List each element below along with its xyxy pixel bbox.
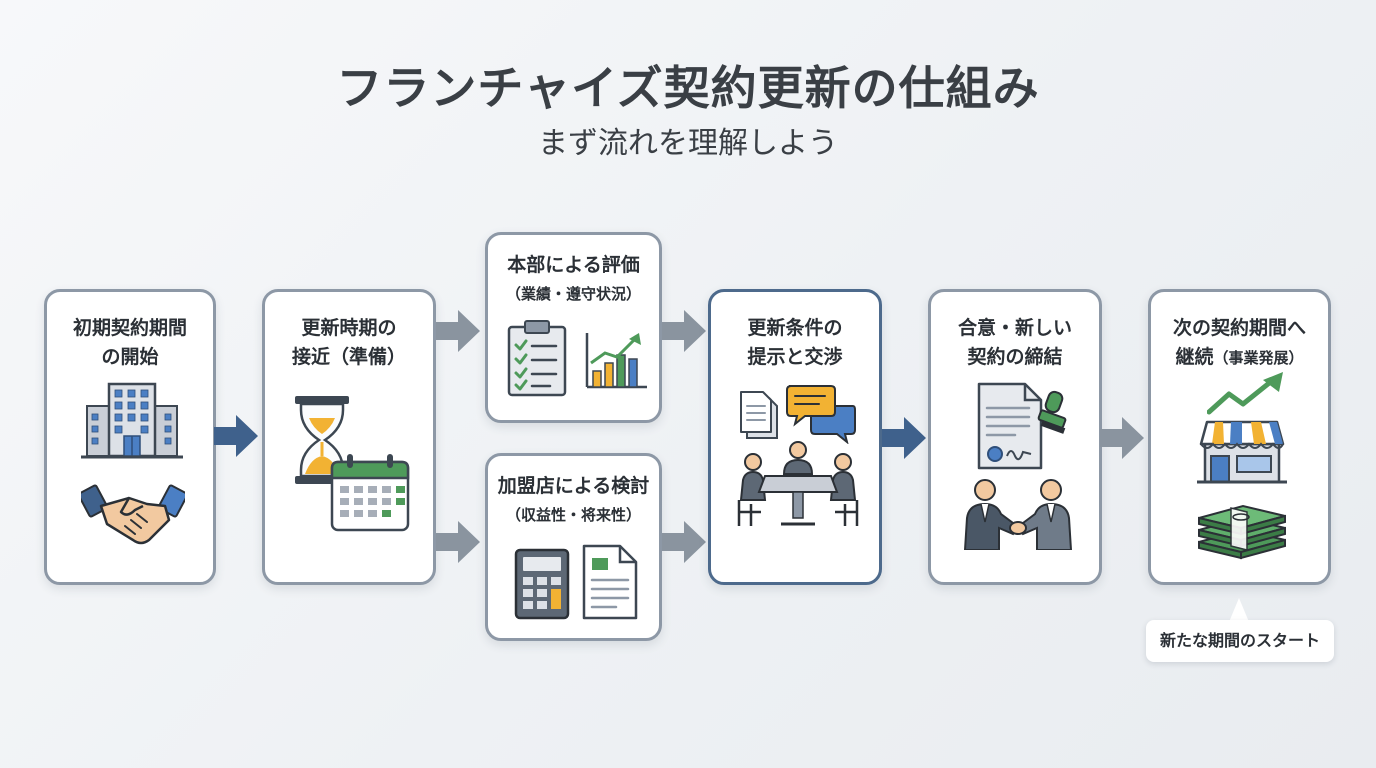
documents-icon: [740, 391, 778, 439]
step-title: 初期契約期間 の開始: [47, 314, 213, 372]
stamped-contract-icon: [977, 382, 1067, 470]
callout-pointer: [1229, 598, 1249, 622]
flow-arrow-3: [662, 310, 706, 352]
step-card-renewal-approach: 更新時期の 接近（準備）: [262, 289, 436, 585]
step-title: 加盟店による検討 （収益性・将来性）: [488, 472, 659, 530]
flow-arrow-2b: [436, 521, 480, 563]
step-title-line2: 提示と交渉: [747, 346, 843, 368]
flow-arrow-5: [882, 417, 926, 459]
step-title-line1: 合意・新しい: [957, 317, 1072, 339]
document-icon: [582, 544, 638, 620]
callout-new-period-start: 新たな期間のスタート: [1146, 620, 1334, 662]
step-title-line2: 接近（準備）: [291, 346, 406, 368]
step-title: 次の契約期間へ 継続（事業発展）: [1151, 314, 1328, 373]
step-card-hq-evaluation: 本部による評価 （業績・遵守状況）: [485, 232, 662, 423]
office-building-icon: [81, 382, 183, 459]
flow-arrow-4: [662, 521, 706, 563]
step-title: 合意・新しい 契約の締結: [931, 314, 1099, 372]
page-title: フランチャイズ契約更新の仕組み: [336, 61, 1040, 115]
step-title-line1: 初期契約期間: [72, 317, 187, 339]
page-subtitle: まず流れを理解しよう: [538, 126, 838, 161]
step-title-line1: 本部による評価: [507, 254, 640, 276]
meeting-table-icon: [737, 441, 859, 526]
calendar-icon: [330, 454, 410, 532]
step-title: 本部による評価 （業績・遵守状況）: [488, 251, 659, 309]
step-card-agreement: 合意・新しい 契約の締結: [928, 289, 1102, 585]
business-handshake-icon: [963, 479, 1073, 550]
flow-arrow-2a: [436, 310, 480, 352]
step-title: 更新時期の 接近（準備）: [265, 314, 433, 372]
flow-arrow-6: [1100, 417, 1144, 459]
cash-stack-icon: [1198, 504, 1286, 560]
step-title: 更新条件の 提示と交渉: [711, 314, 879, 372]
flow-arrow-1: [214, 415, 258, 457]
growth-chart-icon: [585, 333, 647, 389]
step-title-line1: 加盟店による検討: [497, 475, 650, 497]
step-title-line2: （業績・遵守状況）: [505, 285, 641, 303]
step-card-next-period: 次の契約期間へ 継続（事業発展）: [1148, 289, 1331, 585]
step-title-line1: 更新時期の: [301, 317, 397, 339]
clipboard-checklist-icon: [507, 320, 567, 397]
step-card-terms-negotiation: 更新条件の 提示と交渉: [708, 289, 882, 585]
step-card-initial-contract: 初期契約期間 の開始: [44, 289, 216, 585]
growth-arrow-icon: [1207, 372, 1283, 415]
step-title-line1: 更新条件の: [747, 317, 843, 339]
storefront-icon: [1197, 420, 1287, 484]
step-title-line2-main: 継続: [1175, 346, 1214, 368]
step-title-line2: 契約の締結: [967, 346, 1063, 368]
chat-bubbles-icon: [786, 385, 856, 444]
step-title-line2: の開始: [101, 346, 159, 368]
handshake-icon: [81, 484, 185, 545]
calculator-icon: [514, 548, 570, 620]
step-card-franchisee-review: 加盟店による検討 （収益性・将来性）: [485, 453, 662, 641]
step-title-line2: （収益性・将来性）: [505, 506, 641, 524]
step-title-line2-sub: （事業発展）: [1213, 349, 1304, 367]
step-title-line1: 次の契約期間へ: [1172, 317, 1306, 339]
